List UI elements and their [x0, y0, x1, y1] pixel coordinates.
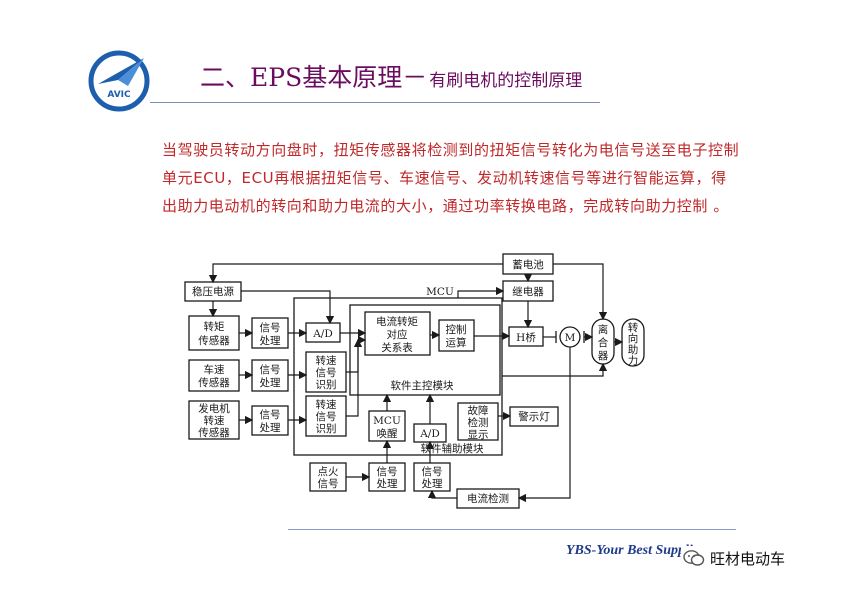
- ignition-label-1: 点火: [318, 466, 339, 478]
- line-recog2-table: [346, 338, 363, 417]
- mcu-wake-label-2: 唤醒: [377, 427, 398, 440]
- assist-label-3: 助: [628, 343, 639, 356]
- signal-proc-4-label-2: 处理: [377, 478, 398, 490]
- relay-label: 继电器: [512, 285, 544, 298]
- avic-logo-icon: AVIC: [88, 50, 150, 112]
- title-divider: [150, 102, 600, 103]
- clutch-label-1: 离: [598, 323, 609, 336]
- mcu-wake-label-1: MCU: [373, 415, 401, 427]
- torque-sensor-label-1: 转矩: [204, 320, 225, 333]
- speed-recog-2-label-2: 信号: [316, 411, 337, 423]
- lookup-table-label-1: 电流转矩: [376, 315, 418, 328]
- fault-detect-label-2: 检测: [468, 416, 489, 429]
- title-main: 二、EPS基本原理－: [200, 63, 428, 92]
- speed-recog-2-label-1: 转速: [316, 398, 337, 411]
- line-battery-regulator: [208, 263, 503, 284]
- page-title: 二、EPS基本原理－有刷电机的控制原理: [200, 58, 582, 94]
- assist-label-1: 转: [628, 321, 639, 334]
- line-regulator-module: [241, 290, 335, 325]
- adc-1-label: A/D: [312, 328, 333, 340]
- current-detect-label: 电流检测: [467, 492, 509, 505]
- signal-proc-1-label-2: 处理: [260, 335, 281, 347]
- ignition-label-2: 信号: [318, 478, 339, 490]
- signal-proc-5-label-2: 处理: [422, 478, 443, 490]
- signal-proc-2-label-1: 信号: [260, 364, 281, 376]
- clutch-label-3: 器: [598, 350, 609, 362]
- signal-proc-4-label-1: 信号: [377, 466, 398, 478]
- signal-proc-3-label-1: 信号: [260, 409, 281, 421]
- assist-label-4: 力: [628, 354, 639, 367]
- line-current-proc5: [427, 489, 457, 499]
- wechat-icon: [683, 550, 705, 566]
- main-module-label: 软件主控模块: [391, 379, 454, 392]
- logo-text: AVIC: [107, 90, 131, 100]
- line-motor-current: [517, 347, 571, 503]
- control-inner-frame: [349, 304, 501, 396]
- line-battery-clutch: [553, 263, 608, 321]
- assist-label-2: 向: [628, 332, 639, 345]
- avic-logo: AVIC: [88, 50, 150, 112]
- regulator-label: 稳压电源: [192, 285, 234, 298]
- lookup-table-label-3: 关系表: [381, 341, 413, 354]
- speed-sensor-label-1: 车速: [204, 363, 225, 376]
- speed-sensor-label-2: 传感器: [198, 376, 230, 389]
- battery-label: 蓄电池: [512, 258, 544, 271]
- intro-paragraph: 当驾驶员转动方向盘时，扭矩传感器将检测到的扭矩信号转化为电信号送至电子控制单元E…: [162, 136, 742, 220]
- warning-lamp-label: 警示灯: [518, 410, 550, 423]
- control-calc-label-1: 控制: [446, 323, 467, 336]
- footer-divider: [288, 529, 736, 530]
- line-mcu-relay: [457, 286, 505, 298]
- fault-detect-box: [457, 402, 499, 441]
- signal-proc-2-label-2: 处理: [260, 377, 281, 389]
- speed-recog-2-label-3: 识别: [316, 423, 337, 435]
- speed-recog-1-label-3: 识别: [316, 379, 337, 391]
- torque-sensor-label-2: 传感器: [198, 334, 230, 347]
- line-recog1-table: [346, 335, 367, 373]
- fault-detect-label-1: 故障: [468, 404, 489, 417]
- line-module-clutch: [502, 362, 608, 377]
- h-bridge-label: H桥: [516, 332, 536, 344]
- engine-sensor-label-2: 转速: [204, 414, 225, 427]
- footer-slogan: YBS-Your Best Supplier: [566, 543, 705, 558]
- engine-sensor-label-3: 传感器: [198, 426, 230, 439]
- intro-text: 当驾驶员转动方向盘时，扭矩传感器将检测到的扭矩信号转化为电信号送至电子控制单元E…: [162, 141, 740, 215]
- signal-proc-1-label-1: 信号: [260, 322, 281, 334]
- adc-2-label: A/D: [419, 428, 440, 440]
- title-sub: 有刷电机的控制原理: [429, 71, 583, 91]
- engine-sensor-label-1: 发电机: [198, 402, 230, 415]
- signal-proc-5-label-1: 信号: [422, 466, 443, 478]
- wechat-watermark: 旺材电动车: [681, 546, 786, 570]
- mcu-label: MCU: [426, 286, 454, 298]
- fault-detect-label-3: 显示: [468, 429, 489, 441]
- speed-recog-1-label-1: 转速: [316, 354, 337, 367]
- signal-proc-3-label-2: 处理: [260, 422, 281, 434]
- aux-module-label: 软件辅助模块: [421, 442, 484, 455]
- control-calc-label-2: 运算: [446, 336, 467, 349]
- clutch-label-2: 合: [598, 336, 609, 349]
- eps-control-block-diagram: 蓄电池 稳压电源 MCU 继电器 转矩 传感器 信号 处理 A/D 电流转矩 对…: [184, 253, 645, 509]
- lookup-table-label-2: 对应: [387, 328, 408, 341]
- motor-label: M: [565, 332, 576, 344]
- wechat-account-name: 旺材电动车: [710, 549, 786, 568]
- speed-recog-1-label-2: 信号: [316, 367, 337, 379]
